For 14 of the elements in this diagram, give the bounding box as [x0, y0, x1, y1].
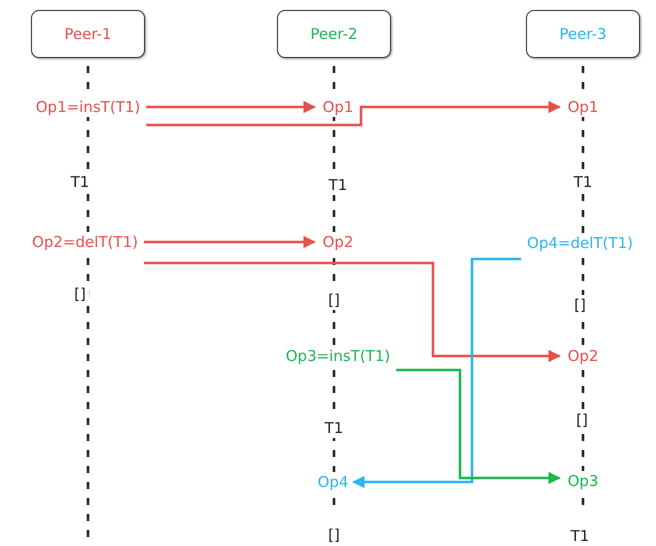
arrow	[146, 100, 316, 114]
operation-label: Op1	[566, 97, 600, 117]
arrow	[144, 262, 561, 362]
operation-label: Op1	[320, 97, 356, 117]
arrow	[396, 368, 561, 484]
arrow	[146, 100, 561, 126]
operation-label: Op2=delT(T1)	[30, 232, 140, 252]
arrow	[144, 236, 316, 248]
arrow	[352, 258, 522, 488]
peer-box: Peer-2	[277, 10, 391, 58]
peer-box: Peer-1	[31, 10, 145, 58]
peer-box: Peer-3	[526, 10, 640, 58]
operation-label: Op4	[316, 472, 350, 492]
operation-label: Op3	[566, 471, 600, 491]
